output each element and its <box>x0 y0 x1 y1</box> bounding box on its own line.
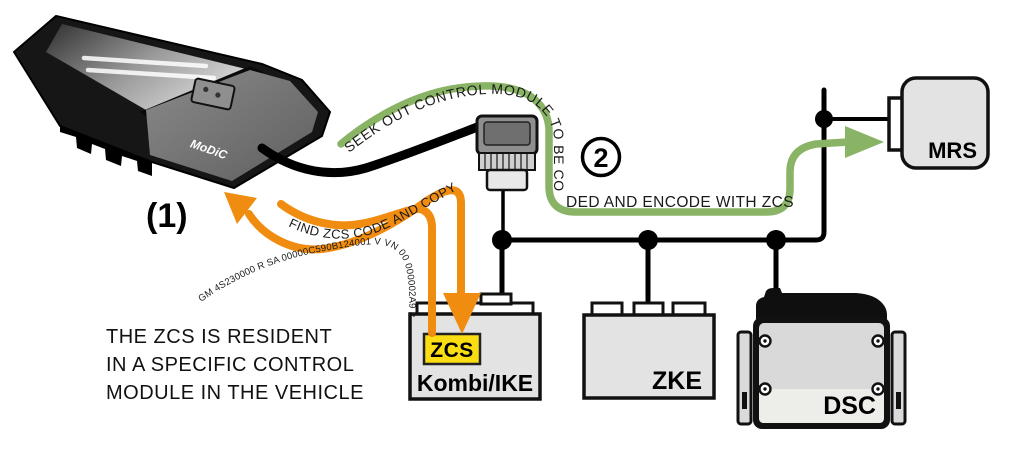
module-zke: ZKE <box>582 301 716 400</box>
diagnostic-plug <box>475 114 539 192</box>
kombi-label: Kombi/IKE <box>417 370 533 396</box>
seek-arrow-path <box>337 82 852 216</box>
caption-text: THE ZCS IS RESIDENT IN A SPECIFIC CONTRO… <box>106 326 364 404</box>
dsc-top-cap <box>756 288 887 319</box>
bus-junction-dot <box>492 230 512 250</box>
bus-junction-dot <box>638 230 658 250</box>
module-dsc: DSC <box>736 288 907 429</box>
wiring-bus <box>492 87 890 305</box>
plug-collar-ribs <box>484 154 528 169</box>
seek-text-rest: DED AND ENCODE WITH ZCS <box>566 194 794 211</box>
step-2-number: 2 <box>593 143 608 173</box>
kombi-connector-tab-small <box>479 292 513 306</box>
zcs-tag-box <box>422 332 482 366</box>
diagnostic-tester-device: MoDiC <box>12 14 332 190</box>
plug-barrel <box>485 168 529 192</box>
seek-arrowhead <box>845 126 884 158</box>
mrs-box <box>900 76 990 170</box>
dsc-bracket-slot <box>742 392 747 409</box>
caption-line-1: THE ZCS IS RESIDENT <box>106 326 332 348</box>
mrs-junction-dot <box>815 110 833 128</box>
dsc-bracket-right <box>890 330 907 426</box>
tester-cable <box>257 121 485 178</box>
seek-arrow-green <box>337 82 884 216</box>
device-fins <box>60 126 152 176</box>
caption-line-3: MODULE IN THE VEHICLE <box>106 382 364 404</box>
copy-arrow-inner-path <box>277 200 436 337</box>
step-2-marker: 2 <box>580 136 622 178</box>
dsc-screws <box>758 334 885 396</box>
zke-connector-tab <box>590 301 624 317</box>
device-lid-highlight <box>81 55 217 81</box>
module-mrs: MRS <box>887 76 990 170</box>
caption-line-2: IN A SPECIFIC CONTROL <box>106 354 354 376</box>
dsc-label: DSC <box>823 392 876 420</box>
step-2-circle <box>580 136 622 178</box>
device-port-block <box>190 77 236 111</box>
zcs-tag-label: ZCS <box>430 339 474 362</box>
zke-label: ZKE <box>652 367 702 395</box>
bus-junction-dot <box>766 230 786 250</box>
copy-arrowhead-to-zcs <box>443 293 481 334</box>
copy-arrows-orange <box>224 186 481 337</box>
copy-arrow-outer-path <box>245 186 465 298</box>
zke-box <box>582 313 716 400</box>
step-1-marker: (1) <box>146 197 188 235</box>
copy-arrowhead-to-tester <box>224 192 257 224</box>
dsc-bracket-slot <box>896 392 901 409</box>
zcs-code-text-curved: GM 4S230000 R SA 00000C590B124001 V VN 0… <box>196 236 417 317</box>
dsc-bracket-left <box>736 330 753 426</box>
zke-connector-tab <box>671 301 707 317</box>
zke-connector-tab <box>632 301 665 317</box>
bus-wire <box>499 87 827 243</box>
dsc-screw-dots <box>763 339 880 391</box>
plug-cap-inset <box>483 121 531 146</box>
dsc-lower-panel <box>759 389 884 423</box>
mrs-label: MRS <box>928 138 977 163</box>
